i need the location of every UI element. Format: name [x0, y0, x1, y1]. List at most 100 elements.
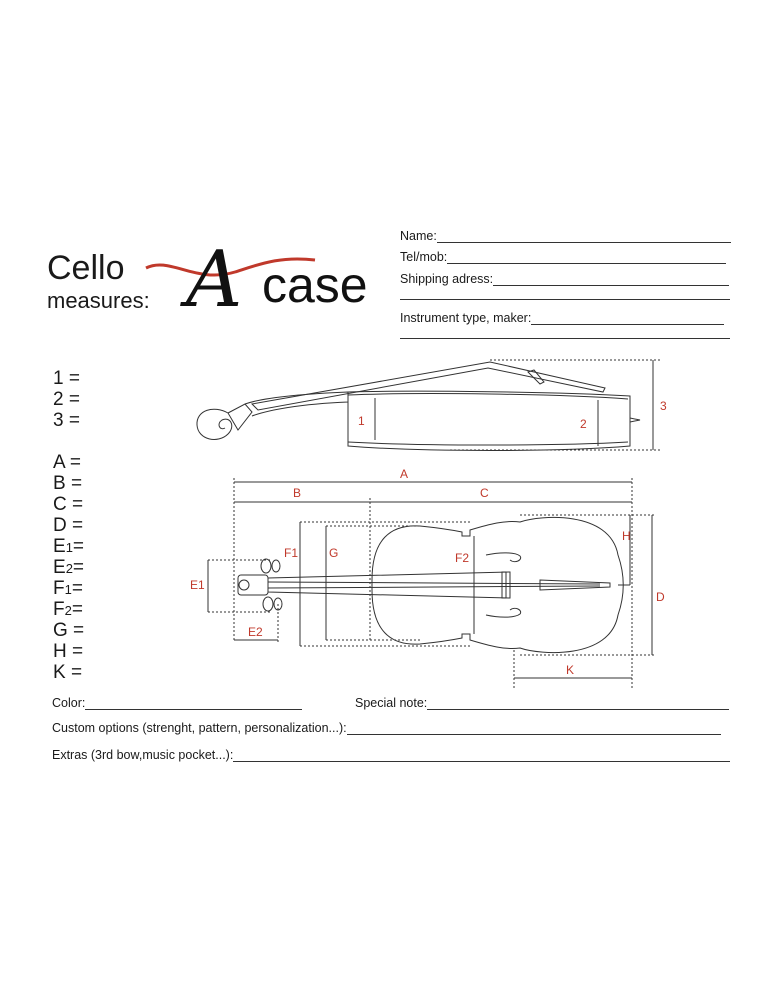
- tel-label: Tel/mob:: [400, 250, 448, 264]
- measure-row: H =: [53, 641, 83, 663]
- measure-key: F: [53, 599, 65, 620]
- logo-swoosh: [145, 257, 316, 277]
- measure-equals: =: [64, 452, 81, 473]
- dim-label-2: 2: [580, 417, 587, 431]
- color-input[interactable]: [85, 696, 303, 710]
- measure-equals: =: [65, 473, 83, 494]
- measure-row: K =: [53, 662, 82, 684]
- dim-label-G: G: [329, 546, 338, 560]
- measure-row: D =: [53, 515, 83, 537]
- top-dimensions: [207, 478, 656, 688]
- measure-equals: =: [63, 389, 80, 410]
- logo-word: case: [262, 257, 368, 313]
- special-note-field[interactable]: Special note:: [355, 696, 730, 710]
- extras-field[interactable]: Extras (3rd bow,music pocket...):: [52, 748, 731, 762]
- fingerboard-top: [267, 571, 511, 599]
- cello-diagram: 1 2 3: [190, 359, 667, 688]
- dim-label-D: D: [656, 590, 665, 604]
- cello-side-view: [196, 361, 641, 451]
- custom-options-label: Custom options (strenght, pattern, perso…: [52, 721, 347, 735]
- instrument-input-line-2[interactable]: [400, 338, 730, 339]
- measure-key: F: [53, 578, 65, 599]
- measure-row: C =: [53, 494, 83, 516]
- measure-equals: =: [71, 599, 83, 620]
- shipping-field[interactable]: Shipping adress:: [400, 272, 730, 286]
- measure-equals: =: [65, 662, 83, 683]
- measure-row: 2 =: [53, 389, 80, 411]
- measure-subscript: 2: [65, 561, 73, 576]
- measure-row: E2=: [53, 557, 84, 579]
- name-input[interactable]: [436, 229, 731, 243]
- measure-row: A =: [53, 452, 81, 474]
- tel-input[interactable]: [447, 250, 727, 264]
- dim-label-E1: E1: [190, 578, 205, 592]
- measure-subscript: 2: [64, 603, 72, 618]
- f-hole-upper: [485, 552, 522, 563]
- instrument-field[interactable]: Instrument type, maker:: [400, 311, 725, 325]
- cello-top-view: [237, 516, 630, 654]
- dim-label-E2: E2: [248, 625, 263, 639]
- special-note-input[interactable]: [427, 696, 730, 710]
- dim-label-3: 3: [660, 399, 667, 413]
- extras-label: Extras (3rd bow,music pocket...):: [52, 748, 234, 762]
- measure-row: B =: [53, 473, 82, 495]
- measure-equals: =: [71, 578, 83, 599]
- measure-equals: =: [66, 641, 84, 662]
- fingerboard-side: [250, 361, 606, 411]
- f-hole-lower: [485, 607, 522, 618]
- body-top: [371, 516, 624, 654]
- dim-label-H: H: [622, 529, 631, 543]
- body-side: [347, 390, 631, 451]
- dim-label-F2: F2: [455, 551, 469, 565]
- title-cello: Cello: [47, 249, 125, 287]
- instrument-input[interactable]: [531, 311, 725, 325]
- measure-key: K: [53, 662, 66, 683]
- measure-key: A: [53, 452, 65, 473]
- tel-field[interactable]: Tel/mob:: [400, 250, 727, 264]
- measure-row: F1=: [53, 578, 83, 600]
- title-measures: measures:: [47, 288, 150, 313]
- measure-equals: =: [66, 494, 84, 515]
- measure-key: 3: [53, 410, 64, 431]
- measure-equals: =: [63, 368, 80, 389]
- pegbox-top: [237, 574, 269, 596]
- dim-label-A: A: [400, 467, 408, 481]
- measure-equals: =: [72, 557, 85, 578]
- measure-key: B: [53, 473, 66, 494]
- custom-options-field[interactable]: Custom options (strenght, pattern, perso…: [52, 721, 721, 735]
- color-field[interactable]: Color:: [52, 696, 303, 710]
- name-field[interactable]: Name:: [400, 229, 731, 243]
- measure-key: E: [53, 557, 66, 578]
- measure-key: G: [53, 620, 68, 641]
- measure-equals: =: [63, 410, 80, 431]
- dim-label-K: K: [566, 663, 574, 677]
- custom-options-input[interactable]: [346, 721, 721, 735]
- measure-subscript: 1: [65, 540, 73, 555]
- measure-equals: =: [67, 620, 85, 641]
- logo-letter: A: [180, 235, 242, 316]
- shipping-label: Shipping adress:: [400, 272, 494, 286]
- measure-key: C: [53, 494, 67, 515]
- acase-logo: A case: [145, 235, 368, 316]
- measure-key: H: [53, 641, 67, 662]
- dim-label-B: B: [293, 486, 301, 500]
- shipping-input-line-2[interactable]: [400, 299, 730, 300]
- dim-label-F1: F1: [284, 546, 298, 560]
- measure-subscript: 1: [64, 582, 72, 597]
- measure-key: E: [53, 536, 66, 557]
- name-label: Name:: [400, 229, 437, 243]
- shipping-input[interactable]: [493, 272, 730, 286]
- measure-equals: =: [66, 515, 84, 536]
- measure-key: 1: [53, 368, 64, 389]
- scroll-side: [196, 408, 233, 440]
- measure-row: F2=: [53, 599, 83, 621]
- dim-label-1: 1: [358, 414, 365, 428]
- measure-equals: =: [72, 536, 85, 557]
- measure-key: D: [53, 515, 67, 536]
- dim-label-C: C: [480, 486, 489, 500]
- color-label: Color:: [52, 696, 86, 710]
- measure-key: 2: [53, 389, 64, 410]
- extras-input[interactable]: [233, 748, 731, 762]
- measure-row: 1 =: [53, 368, 80, 390]
- side-dimensions: [374, 359, 660, 451]
